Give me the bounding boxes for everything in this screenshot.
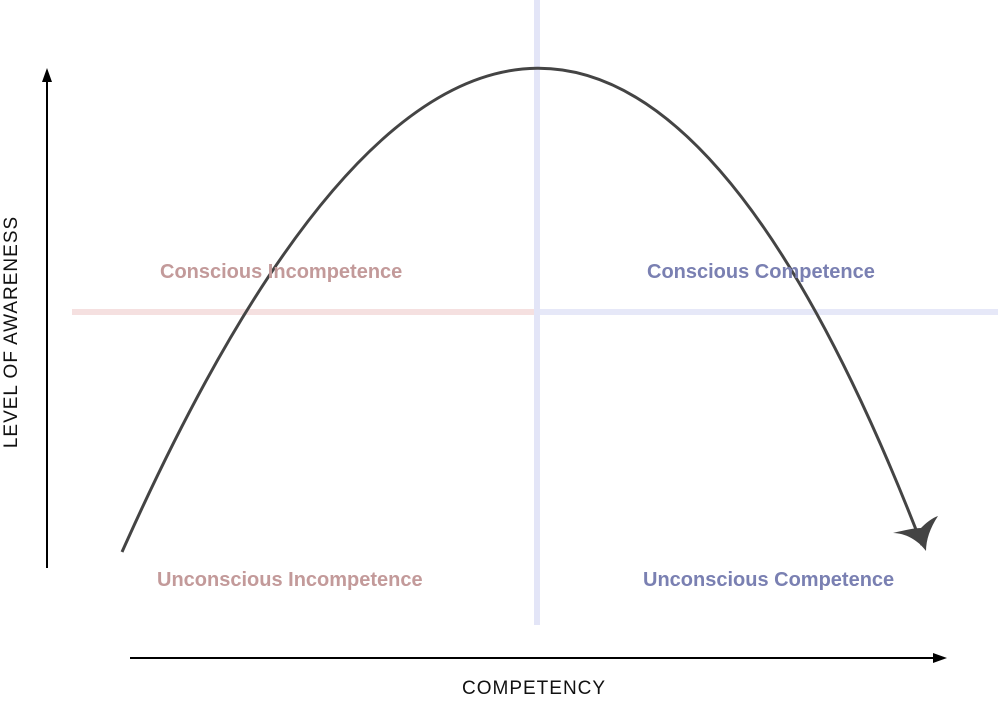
x-axis-label: COMPETENCY — [462, 678, 607, 699]
y-axis-label: LEVEL OF AWARENESS — [1, 215, 22, 449]
quadrant-unconscious-incompetence: Unconscious Incompetence — [157, 569, 423, 591]
y-axis-arrow-icon — [42, 68, 52, 82]
curve-arrowhead-icon — [893, 516, 938, 551]
x-axis-arrow-icon — [933, 653, 947, 663]
quadrant-conscious-incompetence: Conscious Incompetence — [160, 261, 403, 283]
quadrant-conscious-competence: Conscious Competence — [647, 261, 875, 283]
quadrant-unconscious-competence: Unconscious Competence — [643, 569, 895, 591]
learning-curve — [120, 66, 924, 553]
